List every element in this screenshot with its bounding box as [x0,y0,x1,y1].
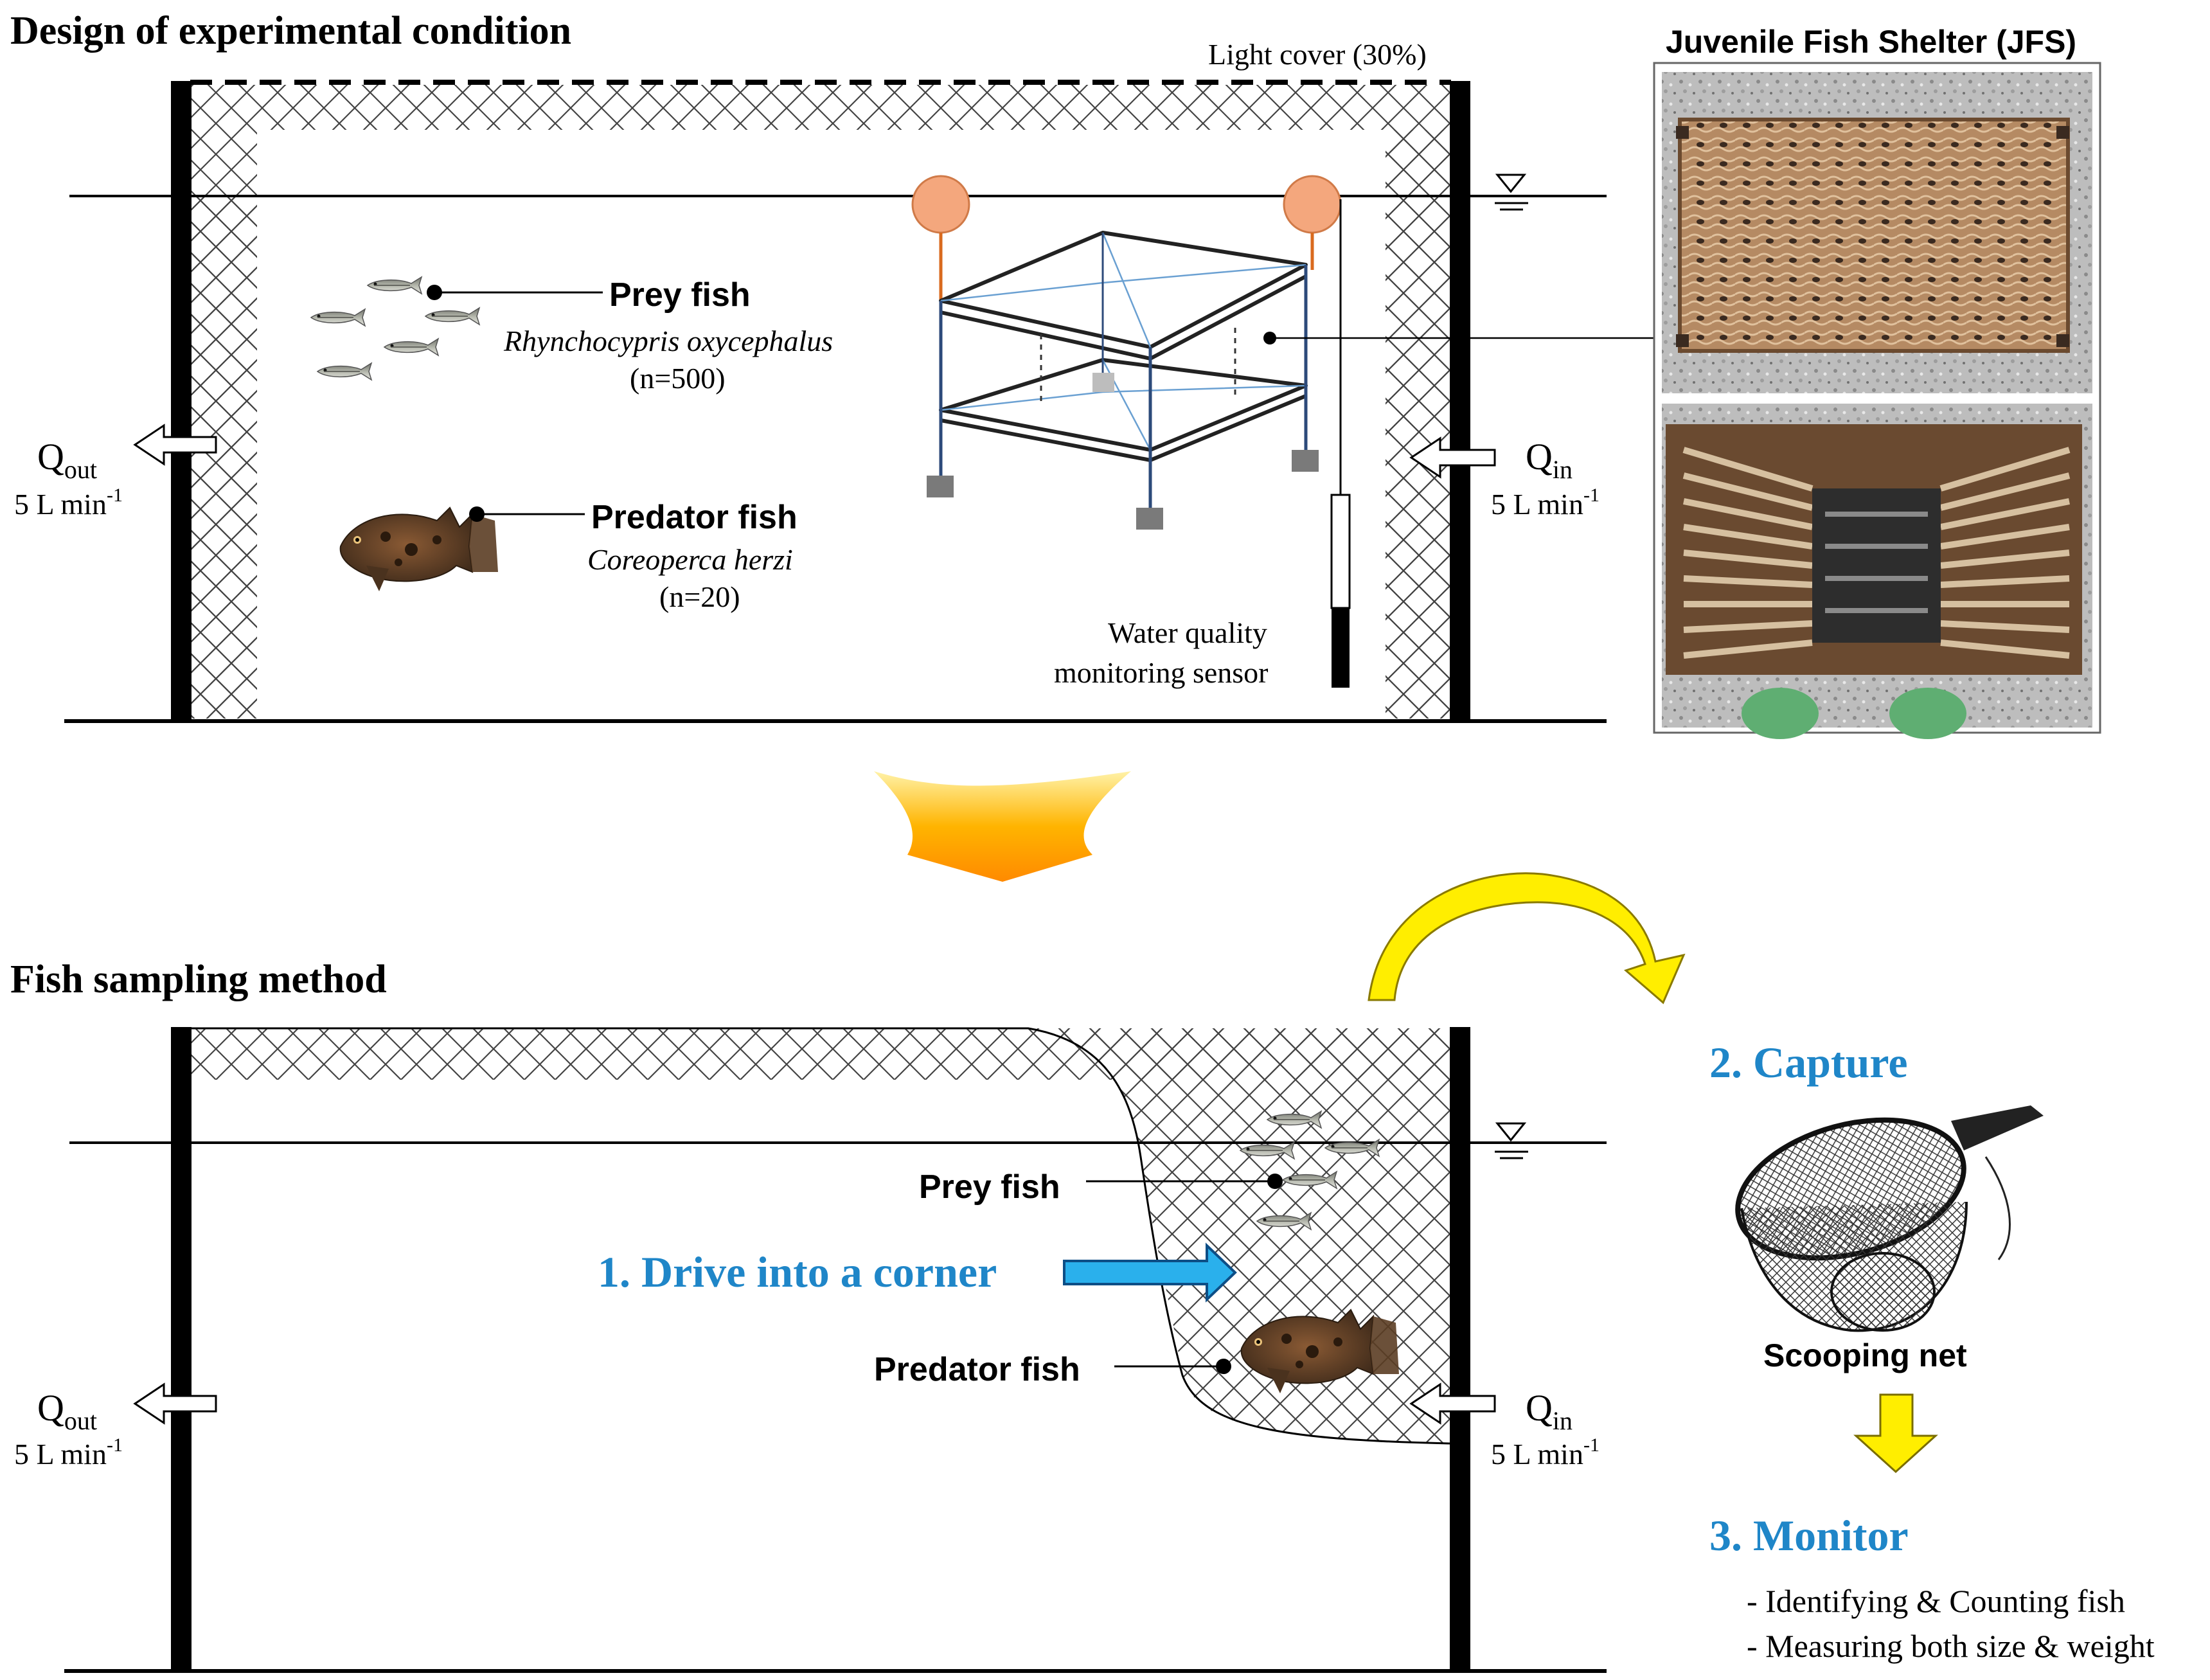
step3-bullet-1: - Identifying & Counting fish [1747,1583,2125,1619]
float-left [911,175,970,234]
light-cover-label: Light cover (30%) [1208,38,1427,71]
top-q-in-rate: 5 L min-1 [1491,485,1600,521]
bottom-predator-label: Predator fish [874,1351,1080,1388]
top-q-out-q: Qout [37,436,97,484]
bottom-title: Fish sampling method [10,958,387,1001]
bottom-water-level-icon [1495,1122,1528,1159]
transition-down-arrow [874,771,1131,882]
top-predator-species: Coreoperca herzi [587,543,793,576]
sensor-label-line2: monitoring sensor [1054,656,1268,689]
top-prey-label: Prey fish [609,276,751,314]
jfs-photo-panel: Juvenile Fish Shelter (JFS) [1653,24,2101,739]
top-prey-species: Rhynchocypris oxycephalus [503,325,833,357]
top-prey-count: (n=500) [630,362,726,395]
jfs-cage-frame [911,175,1342,530]
bottom-q-in-rate: 5 L min-1 [1491,1434,1600,1470]
bottom-prey-label: Prey fish [919,1168,1060,1206]
scooping-net-icon [1735,1105,2044,1332]
top-left-wall [171,81,192,722]
top-predator-count: (n=20) [659,580,740,613]
bottom-q-out-q: Qout [37,1387,97,1435]
curved-yellow-arrow [1368,872,1686,1005]
step3-label: 3. Monitor [1709,1511,1909,1560]
bottom-q-in-arrow [1409,1382,1496,1425]
bottom-q-out-arrow [133,1382,217,1425]
sensor-label-line1: Water quality [1108,616,1267,649]
bottom-left-wall [171,1027,192,1673]
water-quality-sensor [1330,199,1351,688]
step3-bullet-2: - Measuring both size & weight [1747,1628,2155,1664]
step-down-yellow-arrow [1853,1393,1938,1474]
top-q-in-arrow [1409,436,1496,479]
top-q-out-arrow [133,424,217,466]
bottom-q-in-q: Qin [1526,1387,1573,1435]
top-q-in-q: Qin [1526,436,1573,484]
bottom-right-wall [1450,1027,1470,1673]
jfs-title: Juvenile Fish Shelter (JFS) [1666,24,2076,60]
top-q-out-rate: 5 L min-1 [14,485,123,521]
top-title: Design of experimental condition [10,9,571,53]
top-predator-label: Predator fish [591,499,798,536]
step1-blue-arrow [1063,1242,1237,1303]
top-water-level-icon [1495,174,1528,211]
top-right-wall [1450,81,1470,722]
float-right [1283,175,1342,234]
net-label: Scooping net [1763,1337,1967,1373]
step1-label: 1. Drive into a corner [598,1247,997,1296]
bottom-q-out-rate: 5 L min-1 [14,1434,123,1470]
bottom-corner-net [1028,1028,1450,1443]
step2-label: 2. Capture [1709,1038,1908,1087]
